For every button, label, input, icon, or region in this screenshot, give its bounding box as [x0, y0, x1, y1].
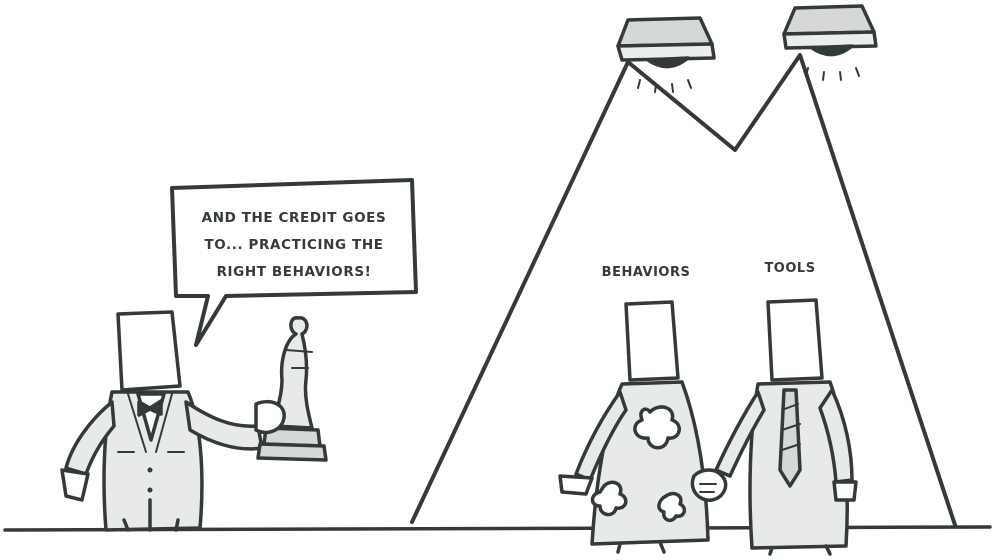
spotlight-beams [410, 53, 957, 527]
behaviors-label: BEHAVIORS [602, 265, 691, 280]
tools-label: TOOLS [764, 261, 815, 276]
spotlight-right-icon [782, 4, 878, 81]
speech-line-1: AND THE CREDIT GOES [202, 210, 387, 226]
behaviors-figure: BEHAVIORS [558, 265, 710, 554]
presenter-figure [60, 310, 264, 532]
speech-bubble: AND THE CREDIT GOES TO... PRACTICING THE… [170, 178, 418, 347]
award-statue-icon [254, 316, 328, 462]
speech-line-3: RIGHT BEHAVIORS! [217, 264, 372, 280]
speech-line-2: TO... PRACTICING THE [204, 237, 383, 253]
spotlight-left-icon [616, 16, 716, 93]
tools-figure: TOOLS [690, 261, 858, 556]
